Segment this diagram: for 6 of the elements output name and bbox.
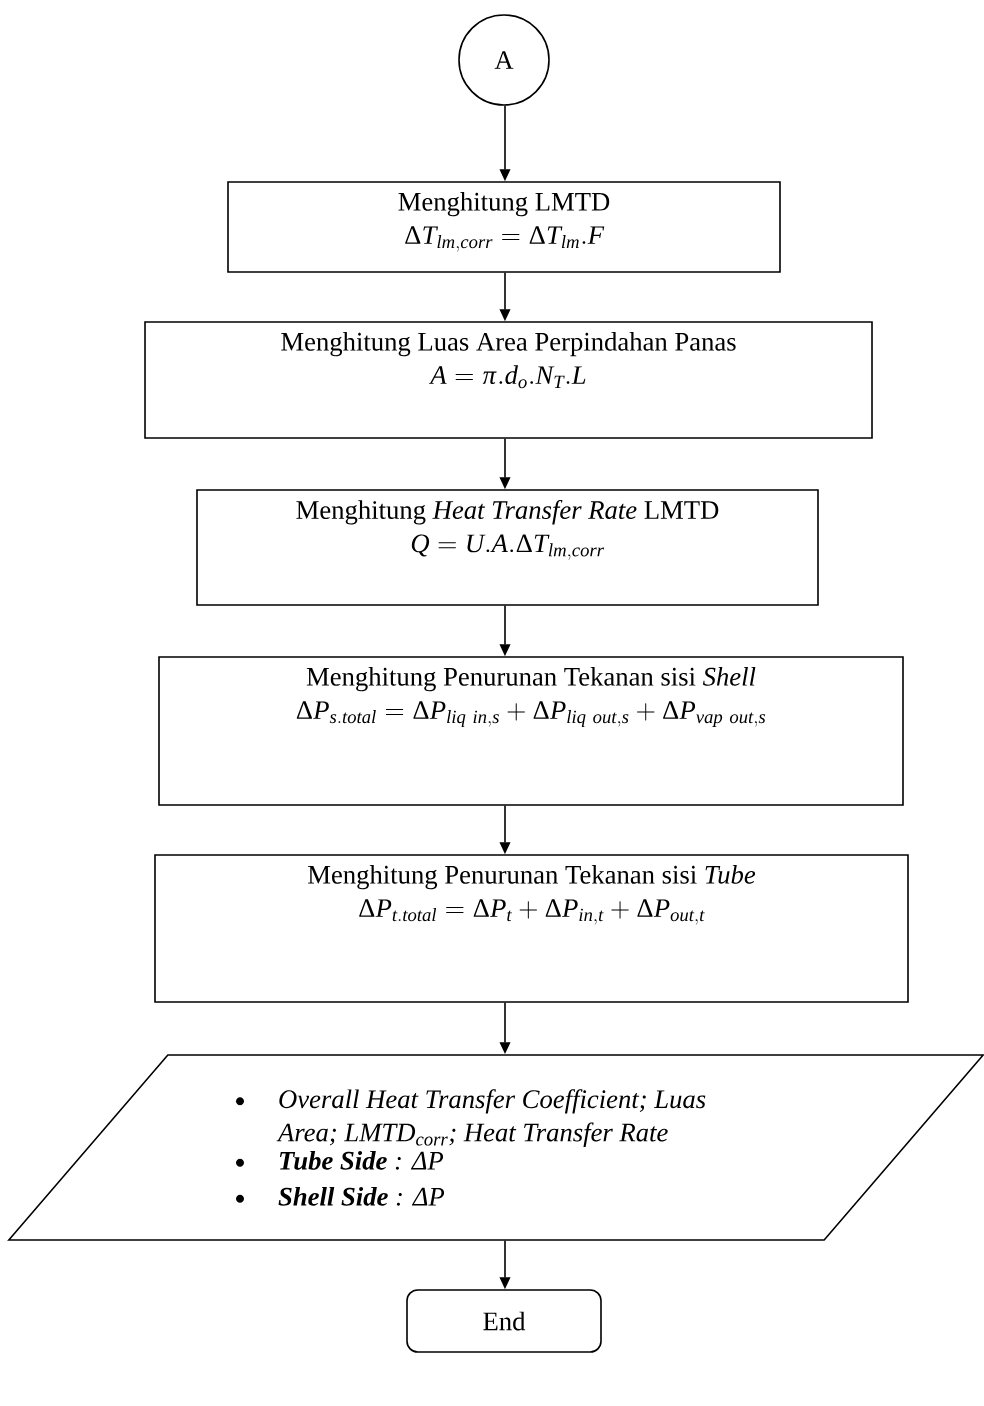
process-box: Menghitung Penurunan Tekanan sisi Shell $\Delta P_{s.total} = \Delta P_{liq\ in,s} + \Delta P_{liq\ out,s} + \Delta P_{vap\ out,s}$	[158, 656, 904, 806]
process-box: Menghitung LMTD $\Delta T_{lm,corr} = \Delta T_{lm}.F$	[227, 181, 781, 273]
process-box: Menghitung Luas Area Perpindahan Panas $A = \pi.d_{o}.N_{T}.L$	[144, 321, 873, 439]
terminal-box: End	[406, 1289, 602, 1353]
process-box: Menghitung Penurunan Tekanan sisi Tube $\Delta P_{t.total} = \Delta P_{t} + \Delta P_{in,t} + \Delta P_{out,t}$	[154, 854, 909, 1003]
process-box: Menghitung Heat Transfer Rate LMTD $Q = U.A.\Delta T_{lm,corr}$	[196, 489, 819, 606]
